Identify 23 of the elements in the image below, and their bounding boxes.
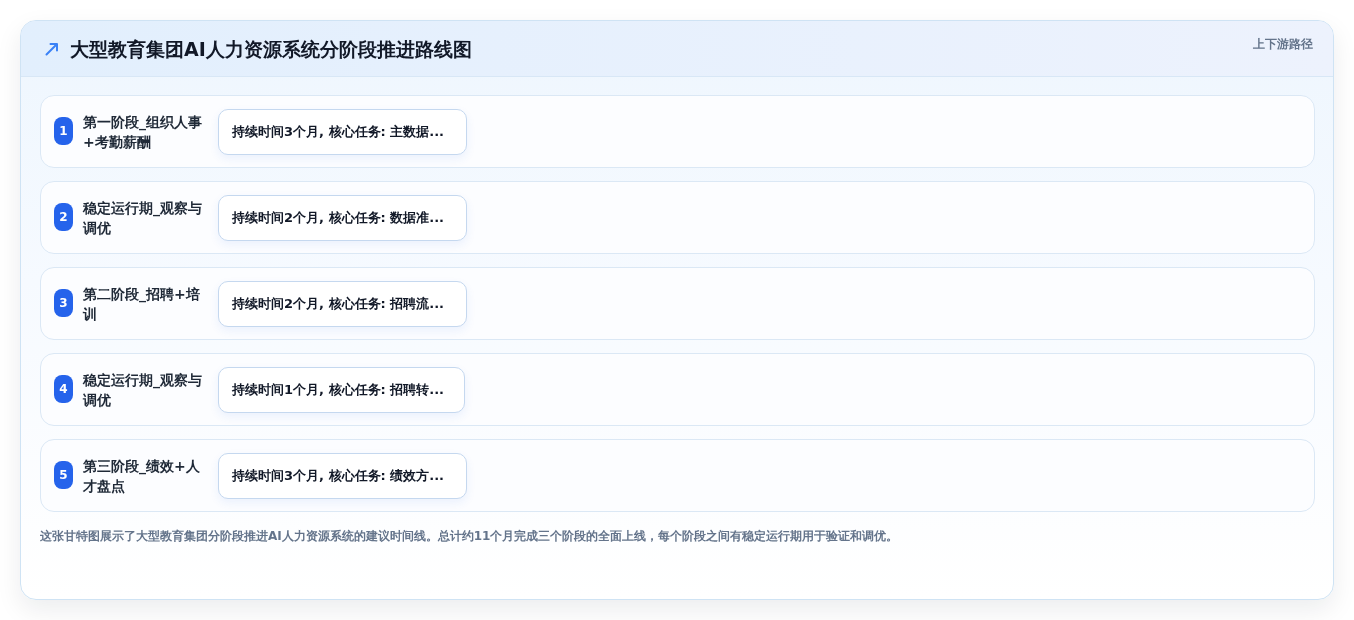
phase-row	[40, 181, 1315, 254]
phase-name: 第一阶段_组织人事+考勤薪酬	[83, 112, 203, 152]
phase-row	[40, 267, 1315, 340]
phase-row	[40, 353, 1315, 426]
header-note: 上下游路径	[1253, 36, 1313, 52]
step-badge: 1	[54, 117, 73, 145]
task-bar: 持续时间2个月, 核心任务: 数据准...	[218, 195, 467, 241]
phase-row	[40, 95, 1315, 168]
task-bar: 持续时间3个月, 核心任务: 主数据...	[218, 109, 467, 155]
phase-name: 稳定运行期_观察与调优	[83, 370, 203, 410]
phase-row	[40, 439, 1315, 512]
caption-text: 这张甘特图展示了大型教育集团分阶段推进AI人力资源系统的建议时间线。总计约11个月完成三个阶段的全面上线，每个阶段之间有稳定运行期用于验证和调优。	[40, 528, 900, 544]
step-badge: 2	[54, 203, 73, 231]
phase-name: 第三阶段_绩效+人才盘点	[83, 456, 201, 496]
task-bar: 持续时间2个月, 核心任务: 招聘流...	[218, 281, 467, 327]
phase-name: 第二阶段_招聘+培训	[83, 284, 201, 324]
task-bar: 持续时间1个月, 核心任务: 招聘转...	[218, 367, 465, 413]
step-badge: 4	[54, 375, 73, 403]
step-badge: 3	[54, 289, 73, 317]
task-bar: 持续时间3个月, 核心任务: 绩效方...	[218, 453, 467, 499]
chart-title: 大型教育集团AI人力资源系统分阶段推进路线图	[70, 37, 472, 61]
step-badge: 5	[54, 461, 73, 489]
phase-name: 稳定运行期_观察与调优	[83, 198, 203, 238]
